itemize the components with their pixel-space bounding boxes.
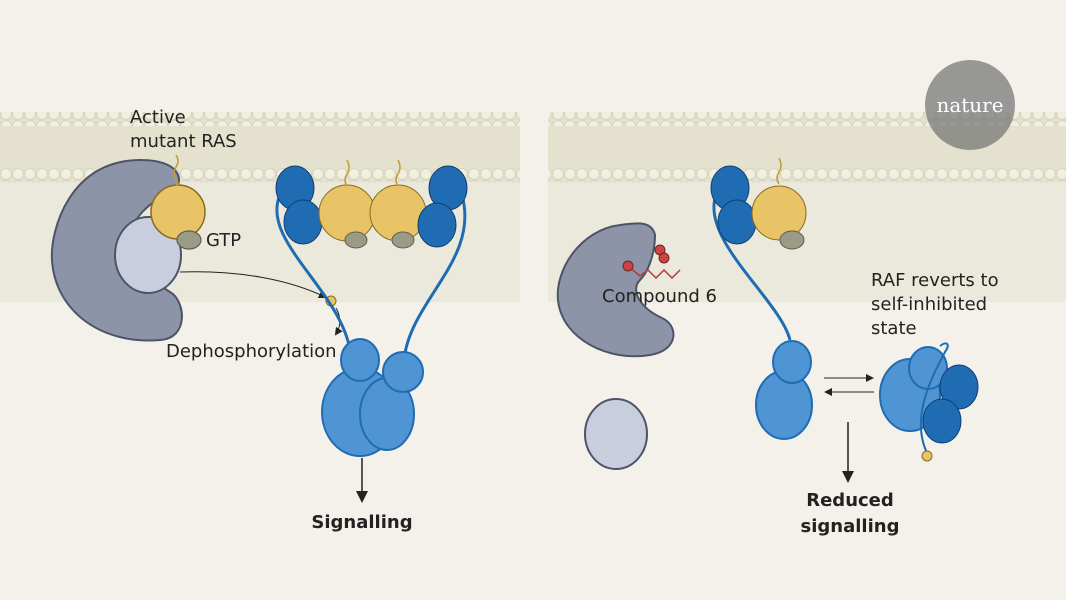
label-raf-state-1: RAF reverts to bbox=[871, 270, 999, 291]
label-compound-6: Compound 6 bbox=[602, 286, 717, 307]
ras-left bbox=[150, 184, 206, 240]
label-raf-state-3: state bbox=[871, 318, 917, 339]
label-active-ras-2: mutant RAS bbox=[130, 131, 237, 152]
label-gtp: GTP bbox=[206, 230, 242, 251]
label-raf-state-2: self-inhibited bbox=[871, 294, 988, 315]
label-signalling: Signalling bbox=[311, 512, 413, 533]
label-reduced-1: Reduced bbox=[806, 490, 894, 511]
nature-logo: nature bbox=[925, 60, 1015, 150]
label-dephosphorylation: Dephosphorylation bbox=[166, 341, 337, 362]
label-active-ras-1: Active bbox=[130, 107, 186, 128]
gtp-left bbox=[176, 230, 202, 250]
phosphatase-right bbox=[556, 222, 675, 358]
phosphatase-subunit-right bbox=[584, 398, 648, 470]
raf-monomer bbox=[710, 157, 813, 440]
raf-dimer-active bbox=[275, 159, 468, 457]
raf-self-inhibited bbox=[879, 342, 979, 462]
label-reduced-2: signalling bbox=[800, 516, 900, 537]
compound-6-molecule bbox=[622, 244, 681, 280]
